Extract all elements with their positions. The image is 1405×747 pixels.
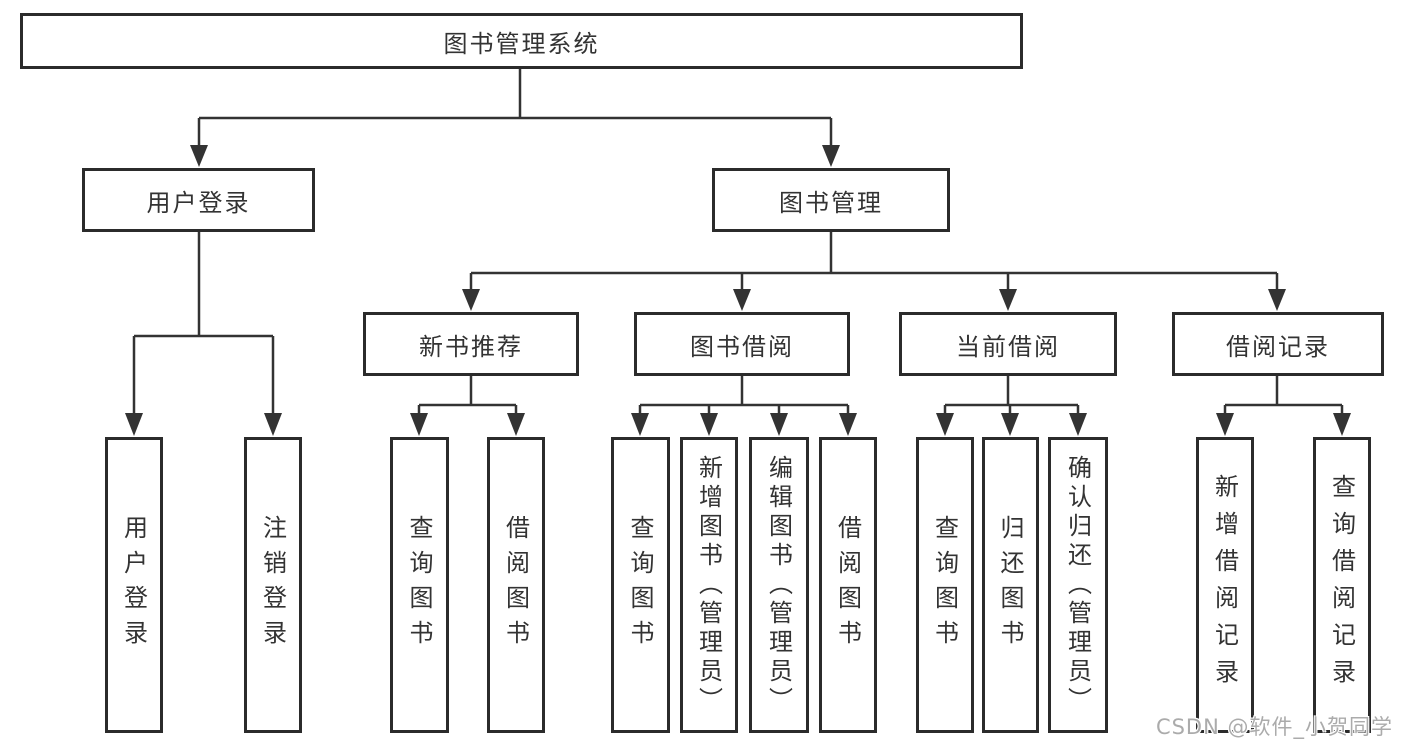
leaf-query-books: 查询图书 xyxy=(916,437,974,733)
leaf-borrow-books: 借阅图书 xyxy=(819,437,877,733)
node-book-management: 图书管理 xyxy=(712,168,950,232)
csdn-watermark: CSDN @软件_小贺同学 xyxy=(1155,715,1393,739)
leaf-add-book-admin: 新增图书（管理员） xyxy=(680,437,738,733)
leaf-add-borrow-record: 新增借阅记录 xyxy=(1196,437,1254,733)
node-library-management-system: 图书管理系统 xyxy=(20,13,1023,69)
leaf-query-books: 查询图书 xyxy=(390,437,449,733)
node-current-borrowing: 当前借阅 xyxy=(899,312,1117,376)
node-new-book-recommendation: 新书推荐 xyxy=(363,312,579,376)
leaf-return-books: 归还图书 xyxy=(982,437,1039,733)
leaf-borrow-books: 借阅图书 xyxy=(487,437,545,733)
leaf-confirm-return-admin: 确认归还（管理员） xyxy=(1048,437,1108,733)
leaf-user-login: 用户登录 xyxy=(105,437,163,733)
node-user-login: 用户登录 xyxy=(82,168,315,232)
node-borrowing-records: 借阅记录 xyxy=(1172,312,1384,376)
leaf-logout: 注销登录 xyxy=(244,437,302,733)
leaf-query-books: 查询图书 xyxy=(611,437,670,733)
node-book-borrowing: 图书借阅 xyxy=(634,312,850,376)
leaf-query-borrow-record: 查询借阅记录 xyxy=(1313,437,1371,733)
leaf-edit-book-admin: 编辑图书（管理员） xyxy=(749,437,809,733)
